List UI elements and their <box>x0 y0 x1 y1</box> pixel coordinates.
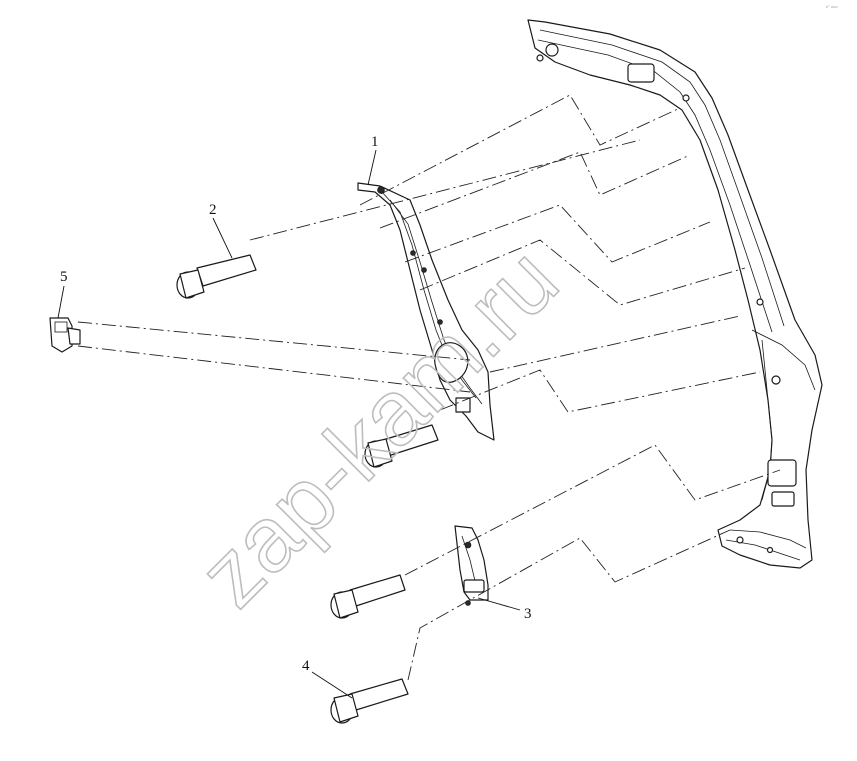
alignment-lines <box>77 94 781 681</box>
pillar-trim-upper <box>357 182 495 441</box>
callout-1-label: 1 <box>371 134 379 150</box>
frame-slot <box>771 491 795 507</box>
fastener-bolt <box>364 424 439 468</box>
corner-tag: e° ooo <box>826 4 838 9</box>
callout-2-label: 2 <box>209 202 217 218</box>
small-cap <box>49 317 81 353</box>
frame-hole <box>736 536 744 544</box>
fastener-bolt <box>330 678 409 724</box>
frame-slot <box>627 63 655 83</box>
trim-slot <box>455 397 471 413</box>
callout-5-label: 5 <box>60 269 68 285</box>
callout-3-label: 3 <box>524 606 532 622</box>
frame-hole <box>766 546 774 554</box>
callout-4-label: 4 <box>302 658 310 674</box>
clip-marker <box>377 186 385 194</box>
trim-opening <box>434 342 469 383</box>
frame-hole <box>536 54 544 62</box>
clip-marker <box>437 319 443 325</box>
trim-slot <box>463 579 485 593</box>
clip-marker <box>410 250 416 256</box>
watermark-text: zap-kam.ru <box>180 229 577 626</box>
frame-hole <box>756 298 764 306</box>
frame-hole <box>545 43 559 57</box>
frame-hole <box>682 94 690 102</box>
clip-marker <box>421 267 427 273</box>
pillar-trim-lower <box>454 525 489 606</box>
frame-hole <box>771 375 781 385</box>
clip-marker <box>464 541 472 549</box>
body-pillar-frame <box>527 19 823 569</box>
callout-leaders <box>57 149 521 699</box>
frame-slot <box>767 459 797 487</box>
fastener-bolt <box>330 574 406 619</box>
fastener-bolt <box>176 254 257 299</box>
